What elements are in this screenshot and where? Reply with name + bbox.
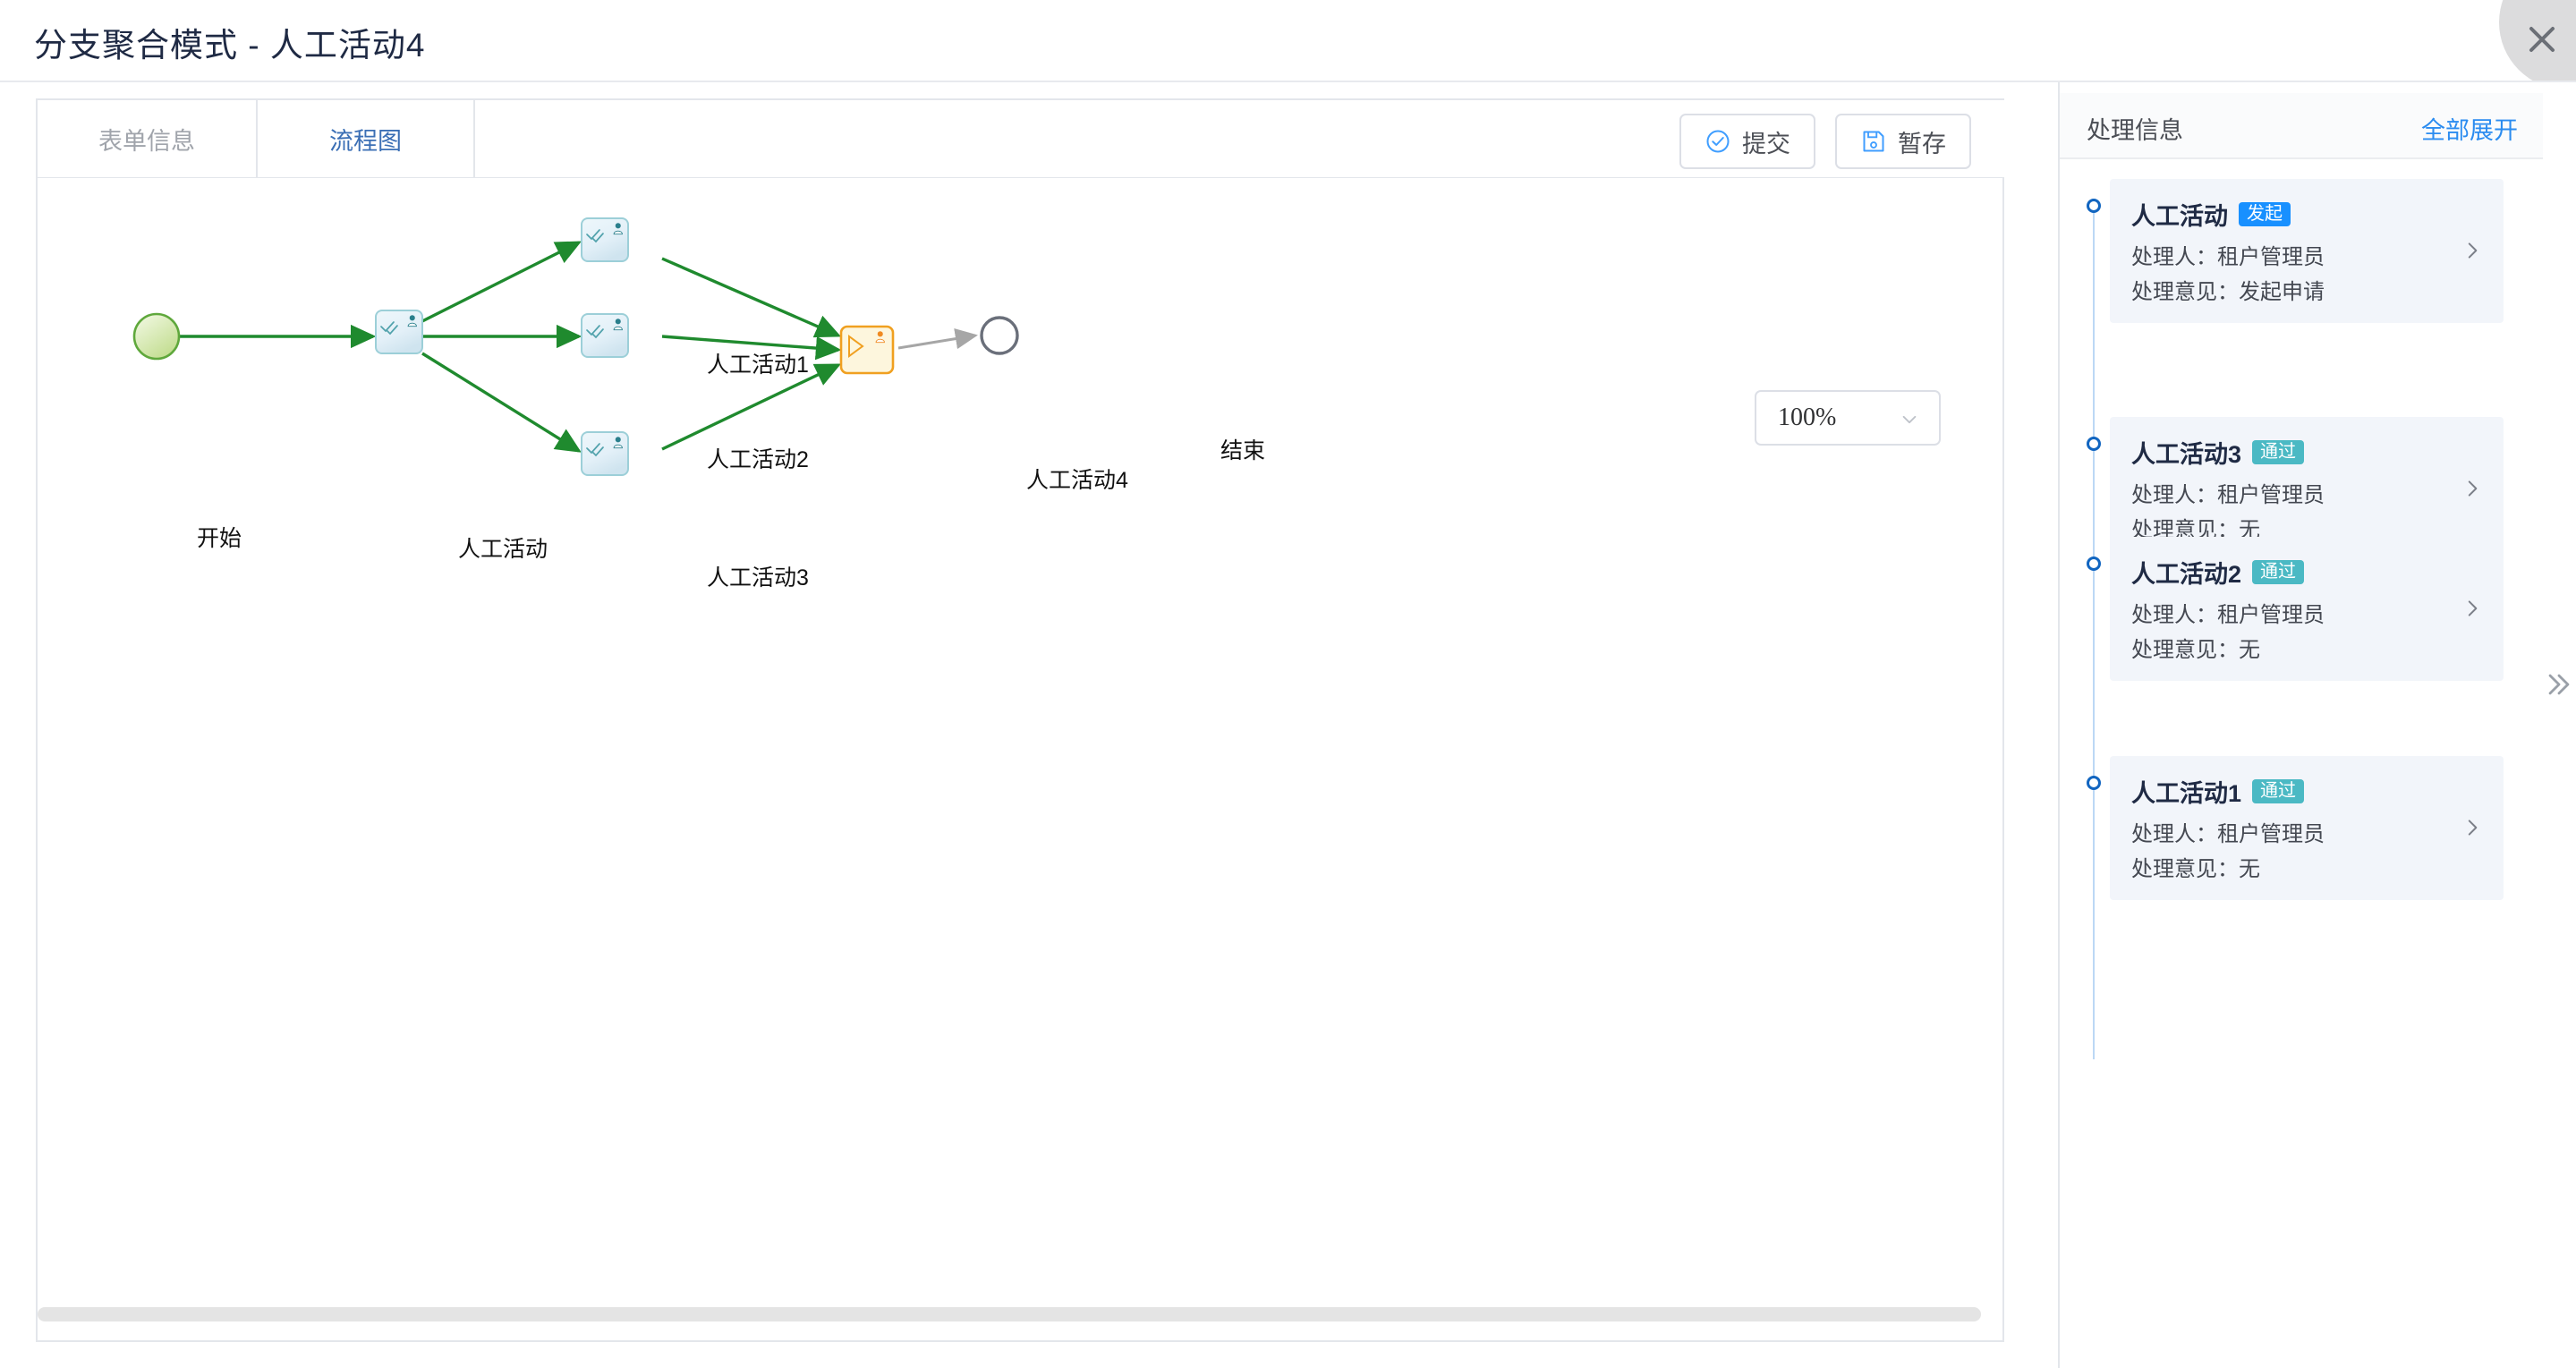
node-label-task-4: 人工活动4 xyxy=(1026,468,1128,493)
process-assignee-row: 处理人：租户管理员 xyxy=(2131,822,2482,846)
expand-all-link[interactable]: 全部展开 xyxy=(2421,117,2518,144)
flow-diagram xyxy=(132,217,1019,476)
node-end[interactable] xyxy=(980,316,1019,355)
node-task-1[interactable] xyxy=(581,217,629,262)
process-card-head: 人工活动2 通过 xyxy=(2131,555,2482,590)
zoom-value: 100% xyxy=(1778,404,1837,431)
chevron-right-icon[interactable] xyxy=(2461,475,2484,502)
timeline-dot xyxy=(2087,557,2101,571)
node-label-task-2: 人工活动2 xyxy=(707,447,809,472)
chevron-down-icon xyxy=(1902,415,1917,424)
save-draft-button-label: 暂存 xyxy=(1898,130,1946,157)
timeline-dot xyxy=(2087,437,2101,451)
process-assignee-value: 租户管理员 xyxy=(2217,245,2325,269)
zoom-select[interactable]: 100% xyxy=(1755,390,1941,446)
tab-bar: 表单信息 流程图 提交 暂存 xyxy=(38,100,2004,178)
process-comment-row: 处理意见：无 xyxy=(2131,639,2482,662)
flow-card: 表单信息 流程图 提交 暂存 xyxy=(36,98,2004,1342)
node-label-end: 结束 xyxy=(1220,438,1266,463)
chevron-right-icon[interactable] xyxy=(2461,595,2484,622)
status-badge: 通过 xyxy=(2252,440,2305,464)
node-start[interactable] xyxy=(132,312,181,361)
submit-button-label: 提交 xyxy=(1742,130,1790,157)
timeline-dot xyxy=(2087,776,2101,790)
process-assignee-row: 处理人：租户管理员 xyxy=(2131,245,2482,269)
submit-button[interactable]: 提交 xyxy=(1679,114,1815,169)
chevron-right-icon[interactable] xyxy=(2461,814,2484,841)
flow-canvas[interactable]: 100% xyxy=(38,178,2002,1340)
double-chevron-right-icon xyxy=(2548,674,2570,695)
process-assignee-label: 处理人： xyxy=(2131,483,2217,507)
tab-flow-chart[interactable]: 流程图 xyxy=(258,100,475,177)
process-timeline: 人工活动 发起 处理人：租户管理员 处理意见：发起申请 xyxy=(2060,161,2543,1360)
process-node-name: 人工活动 xyxy=(2131,203,2228,230)
process-comment-label: 处理意见： xyxy=(2131,857,2239,882)
process-card-head: 人工活动1 通过 xyxy=(2131,774,2482,809)
process-assignee-value: 租户管理员 xyxy=(2217,483,2325,507)
process-card-3[interactable]: 人工活动1 通过 处理人：租户管理员 处理意见：无 xyxy=(2110,756,2504,900)
close-icon xyxy=(2529,27,2555,52)
status-badge: 通过 xyxy=(2252,560,2305,584)
status-badge: 发起 xyxy=(2239,202,2291,226)
node-label-task-3: 人工活动3 xyxy=(707,565,809,591)
chevron-right-icon[interactable] xyxy=(2461,237,2484,264)
node-task-3[interactable] xyxy=(581,431,629,476)
title-bar: 分支聚合模式 - 人工活动4 xyxy=(0,0,2576,82)
process-info-panel: 处理信息 全部展开 人工活动 发起 处理人：租户管理员 处理意见：发起申请 xyxy=(2058,82,2543,1368)
page-title: 分支聚合模式 - 人工活动4 xyxy=(34,27,426,64)
tab-form-info[interactable]: 表单信息 xyxy=(38,100,258,177)
node-label-task-0: 人工活动 xyxy=(458,537,548,562)
canvas-horizontal-scrollbar[interactable] xyxy=(38,1307,1981,1321)
process-card-0[interactable]: 人工活动 发起 处理人：租户管理员 处理意见：发起申请 xyxy=(2110,179,2504,323)
process-node-name: 人工活动3 xyxy=(2131,441,2242,468)
process-info-title: 处理信息 xyxy=(2087,117,2183,144)
process-info-header: 处理信息 全部展开 xyxy=(2060,93,2543,159)
process-comment-value: 发起申请 xyxy=(2239,280,2325,305)
process-node-name: 人工活动2 xyxy=(2131,561,2242,588)
save-icon xyxy=(1863,131,1884,152)
process-assignee-value: 租户管理员 xyxy=(2217,603,2325,627)
process-comment-label: 处理意见： xyxy=(2131,638,2239,663)
status-badge: 通过 xyxy=(2252,779,2305,803)
node-label-start: 开始 xyxy=(197,526,242,551)
process-comment-value: 无 xyxy=(2239,857,2260,882)
process-assignee-label: 处理人： xyxy=(2131,245,2217,269)
close-button[interactable] xyxy=(2490,0,2576,81)
toolbar-actions: 提交 暂存 xyxy=(1679,114,1971,169)
node-label-task-1: 人工活动1 xyxy=(707,353,809,378)
process-comment-label: 处理意见： xyxy=(2131,280,2239,305)
process-comment-row: 处理意见：无 xyxy=(2131,858,2482,881)
process-assignee-label: 处理人： xyxy=(2131,603,2217,627)
process-comment-value: 无 xyxy=(2239,638,2260,663)
process-assignee-row: 处理人：租户管理员 xyxy=(2131,603,2482,627)
node-task-2[interactable] xyxy=(581,313,629,358)
panel-collapse-handle[interactable] xyxy=(2544,667,2574,707)
process-card-head: 人工活动3 通过 xyxy=(2131,435,2482,470)
process-card-2[interactable]: 人工活动2 通过 处理人：租户管理员 处理意见：无 xyxy=(2110,537,2504,681)
node-task-0[interactable] xyxy=(375,310,423,354)
process-comment-row: 处理意见：发起申请 xyxy=(2131,281,2482,304)
node-task-4-current[interactable] xyxy=(839,325,895,375)
process-assignee-row: 处理人：租户管理员 xyxy=(2131,483,2482,507)
timeline-dot xyxy=(2087,199,2101,213)
process-assignee-value: 租户管理员 xyxy=(2217,822,2325,846)
process-assignee-label: 处理人： xyxy=(2131,822,2217,846)
check-circle-icon xyxy=(1706,130,1730,153)
save-draft-button[interactable]: 暂存 xyxy=(1835,114,1971,169)
process-card-head: 人工活动 发起 xyxy=(2131,197,2482,232)
timeline-line xyxy=(2093,200,2095,1059)
process-node-name: 人工活动1 xyxy=(2131,780,2242,807)
